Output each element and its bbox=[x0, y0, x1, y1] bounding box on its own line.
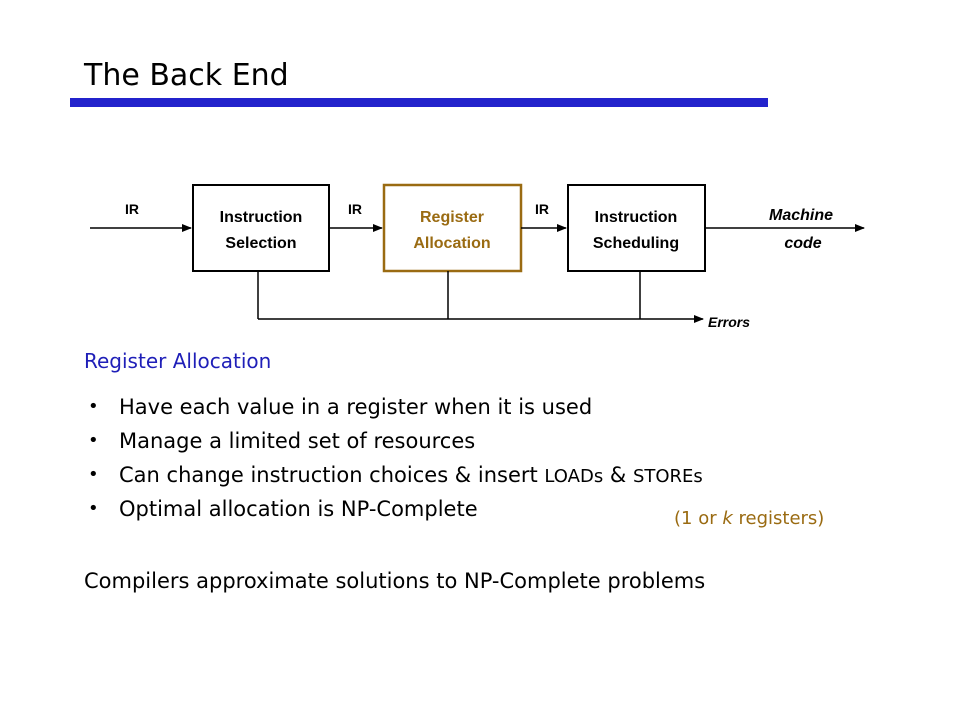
bullet-dot-icon: • bbox=[88, 464, 99, 485]
section-heading: Register Allocation bbox=[84, 349, 272, 373]
bullet-dot-icon: • bbox=[88, 430, 99, 451]
bullet-item: • Optimal allocation is NP-Complete bbox=[88, 492, 703, 526]
ir-label-3: IR bbox=[535, 201, 549, 217]
back-end-diagram: IR Instruction Selection IR Register All… bbox=[90, 183, 865, 330]
bullet-text-pre: Can change instruction choices & insert bbox=[119, 463, 545, 487]
bullet-dot-icon: • bbox=[88, 396, 99, 417]
ir-label-1: IR bbox=[125, 201, 139, 217]
stores-keyword: STOREs bbox=[632, 466, 703, 487]
bullet-item: • Can change instruction choices & inser… bbox=[88, 458, 703, 492]
footer-statement: Compilers approximate solutions to NP-Co… bbox=[84, 569, 706, 593]
title-underline-bar bbox=[70, 98, 768, 107]
bullet-text: Have each value in a register when it is… bbox=[119, 395, 593, 419]
note-k: k bbox=[722, 508, 733, 529]
bullet-dot-icon: • bbox=[88, 498, 99, 519]
instruction-selection-label-2: Selection bbox=[225, 235, 296, 252]
bullet-text: Manage a limited set of resources bbox=[119, 429, 476, 453]
ir-label-2: IR bbox=[348, 201, 362, 217]
instruction-selection-box bbox=[192, 184, 330, 272]
machine-code-label-1: Machine bbox=[769, 207, 833, 224]
slide-title: The Back End bbox=[84, 58, 289, 93]
instruction-scheduling-box bbox=[567, 184, 706, 272]
instruction-scheduling-label-1: Instruction bbox=[595, 209, 678, 226]
note-post: registers) bbox=[732, 508, 825, 529]
bullet-item: • Have each value in a register when it … bbox=[88, 390, 703, 424]
register-allocation-label-2: Allocation bbox=[413, 235, 490, 252]
instruction-scheduling-label-2: Scheduling bbox=[593, 235, 679, 252]
register-allocation-box bbox=[382, 183, 523, 273]
register-count-note: (1 or k registers) bbox=[674, 502, 824, 536]
bullet-list: • Have each value in a register when it … bbox=[88, 390, 703, 526]
loads-keyword: LOADs bbox=[544, 466, 604, 487]
note-pre: (1 or bbox=[674, 508, 723, 529]
instruction-selection-label-1: Instruction bbox=[220, 209, 303, 226]
bullet-text-mid: & bbox=[603, 463, 633, 487]
bullet-item: • Manage a limited set of resources bbox=[88, 424, 703, 458]
bullet-text: Optimal allocation is NP-Complete bbox=[119, 497, 478, 521]
errors-label: Errors bbox=[708, 314, 750, 330]
machine-code-label-2: code bbox=[784, 235, 821, 252]
register-allocation-label-1: Register bbox=[420, 209, 484, 226]
